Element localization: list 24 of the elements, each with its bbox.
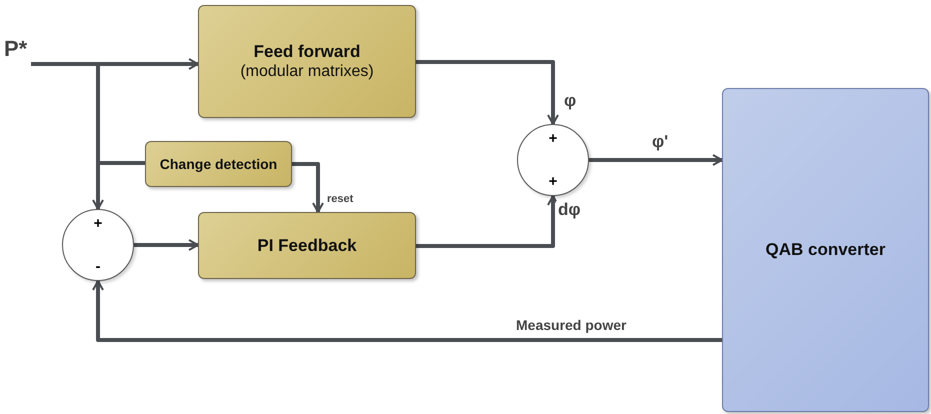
arrow [416,195,559,248]
arrow [92,280,722,342]
sign-label: + [548,131,558,146]
process-box [198,212,416,279]
arrow [589,154,723,166]
arrow [416,60,559,125]
edge-label: Measured power [514,318,628,334]
arrow [134,239,199,251]
sign-label: - [96,259,100,274]
converter-box [722,88,929,412]
box-title: Change detection [160,156,278,172]
sign-label: + [94,216,102,231]
process-box [198,5,416,118]
box-title: Feed forward [254,42,360,62]
arrow [292,162,324,213]
box-subtitle: (modular matrixes) [240,62,374,81]
process-box [145,141,292,187]
edge-label: reset [325,193,356,206]
box-title: PI Feedback [257,236,357,256]
sign-label: + [548,174,558,189]
edge-label: dφ [556,201,583,220]
input-label: P* [4,36,28,62]
box-title: QAB converter [766,240,886,260]
edge-label: φ' [650,133,670,152]
